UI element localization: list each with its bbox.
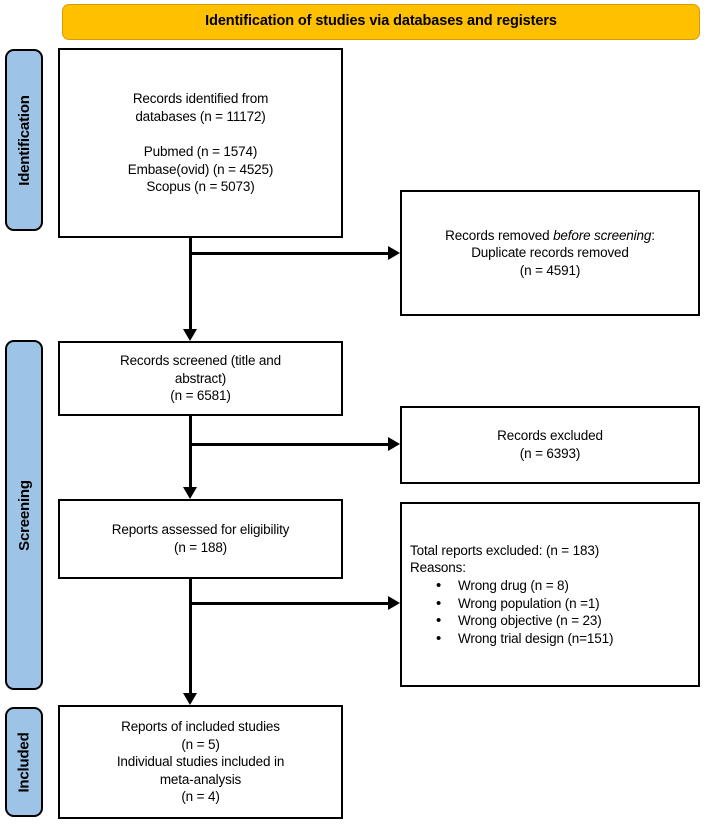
box-records-excluded: Records excluded (n = 6393) <box>400 406 700 484</box>
reports-excluded-total: Total reports excluded: (n = 183) <box>410 542 600 558</box>
box-records-removed-text: Records removed before screening: Duplica… <box>445 227 655 280</box>
stage-tab-screening-label: Screening <box>15 479 33 551</box>
box-records-screened-text: Records screened (title and abstract) (n… <box>119 353 282 404</box>
stage-tab-screening: Screening <box>5 340 43 690</box>
reports-excluded-reasons-label: Reasons: <box>410 560 466 576</box>
connector-eligibility-to-included-vertical <box>189 579 192 693</box>
box-records-excluded-text: Records excluded (n = 6393) <box>497 428 603 461</box>
arrow-screened-to-excluded <box>388 437 400 451</box>
arrow-identified-to-screened <box>183 329 197 341</box>
connector-identified-to-removed-horizontal <box>189 252 389 255</box>
records-removed-line3: (n = 4591) <box>519 262 581 278</box>
box-reports-excluded: Total reports excluded: (n = 183) Reason… <box>400 502 700 687</box>
box-records-identified-text: Records identified from databases (n = 1… <box>127 91 274 195</box>
header-banner: Identification of studies via databases … <box>62 4 700 40</box>
list-item: Wrong objective (n = 23) <box>436 611 690 630</box>
records-removed-line1-suffix: : <box>651 227 655 243</box>
list-item: Wrong drug (n = 8) <box>436 576 690 595</box>
stage-tab-identification: Identification <box>5 49 43 231</box>
list-item: Wrong trial design (n=151) <box>436 629 690 648</box>
records-removed-emphasis: before screening <box>553 227 652 243</box>
arrow-screened-to-eligibility <box>183 487 197 499</box>
list-item: Wrong population (n =1) <box>436 594 690 613</box>
connector-eligibility-to-reports-excluded-horizontal <box>189 602 389 605</box>
box-records-removed: Records removed before screening: Duplica… <box>400 190 700 316</box>
box-records-screened: Records screened (title and abstract) (n… <box>58 341 343 416</box>
header-banner-title: Identification of studies via databases … <box>205 13 557 30</box>
arrow-eligibility-to-reports-excluded <box>388 596 400 610</box>
connector-screened-to-eligibility-vertical <box>189 416 192 487</box>
box-included-studies-text: Reports of included studies (n = 5) Indi… <box>116 719 285 805</box>
box-included-studies: Reports of included studies (n = 5) Indi… <box>58 705 343 819</box>
stage-tab-included: Included <box>5 707 43 817</box>
reports-excluded-content: Total reports excluded: (n = 183) Reason… <box>410 542 690 648</box>
records-removed-line2: Duplicate records removed <box>471 245 629 261</box>
reports-excluded-reason-list: Wrong drug (n = 8) Wrong population (n =… <box>410 576 690 648</box>
stage-tab-included-label: Included <box>15 731 33 793</box>
stage-tab-identification-label: Identification <box>15 94 33 186</box>
box-reports-assessed-eligibility-text: Reports assessed for eligibility (n = 18… <box>111 522 290 555</box>
arrow-eligibility-to-included <box>183 693 197 705</box>
box-records-identified: Records identified from databases (n = 1… <box>58 48 343 238</box>
arrow-identified-to-removed <box>388 246 400 260</box>
connector-identified-to-screened-vertical <box>189 238 192 329</box>
connector-screened-to-excluded-horizontal <box>189 443 389 446</box>
records-removed-line1-prefix: Records removed <box>445 227 554 243</box>
box-reports-assessed-eligibility: Reports assessed for eligibility (n = 18… <box>58 499 343 579</box>
